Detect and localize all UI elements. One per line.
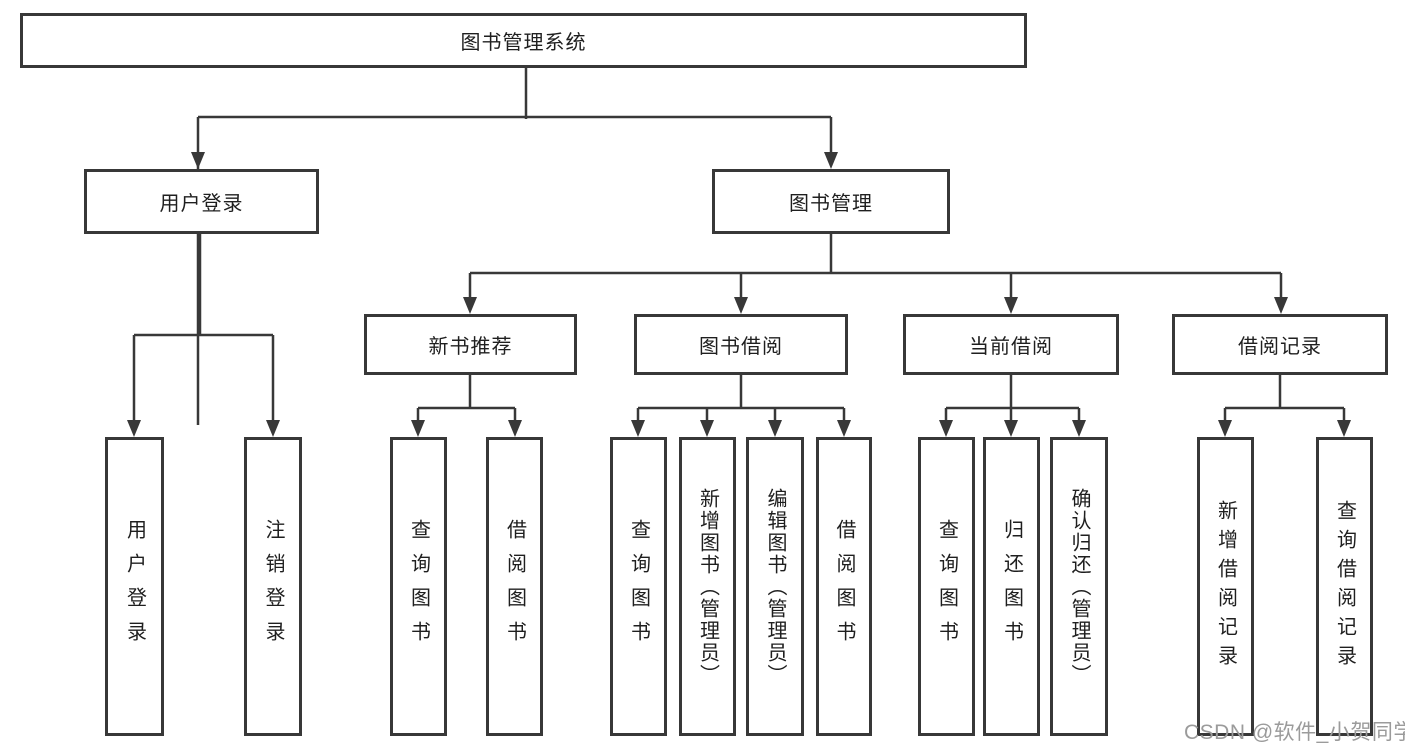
- leaf-borrowing-query-books: 查询图书: [610, 437, 667, 736]
- leaf-recommend-borrow-books: 借阅图书: [486, 437, 543, 736]
- csdn-watermark: CSDN @软件_小贺同学: [1184, 721, 1405, 744]
- leaf-borrowing-add-books-admin: 新增图书（管理员）: [679, 437, 736, 736]
- leaf-records-add-borrow-record: 新增借阅记录: [1197, 437, 1254, 736]
- leaf-borrowing-edit-books-admin: 编辑图书（管理员）: [746, 437, 804, 736]
- leaf-current-confirm-return-admin: 确认归还（管理员）: [1050, 437, 1108, 736]
- node-book-management: 图书管理: [712, 169, 950, 234]
- leaf-borrowing-borrow-books: 借阅图书: [816, 437, 872, 736]
- leaf-logout: 注销登录: [244, 437, 302, 736]
- leaf-current-query-books: 查询图书: [918, 437, 975, 736]
- leaf-records-query-borrow-record: 查询借阅记录: [1316, 437, 1373, 736]
- leaf-current-return-books: 归还图书: [983, 437, 1040, 736]
- node-current-borrowing: 当前借阅: [903, 314, 1119, 375]
- leaf-user-login: 用户登录: [105, 437, 164, 736]
- node-new-book-recommend: 新书推荐: [364, 314, 577, 375]
- node-user-login: 用户登录: [84, 169, 319, 234]
- leaf-recommend-query-books: 查询图书: [390, 437, 447, 736]
- node-borrowing-records: 借阅记录: [1172, 314, 1388, 375]
- node-library-management-system: 图书管理系统: [20, 13, 1027, 68]
- node-book-borrowing: 图书借阅: [634, 314, 848, 375]
